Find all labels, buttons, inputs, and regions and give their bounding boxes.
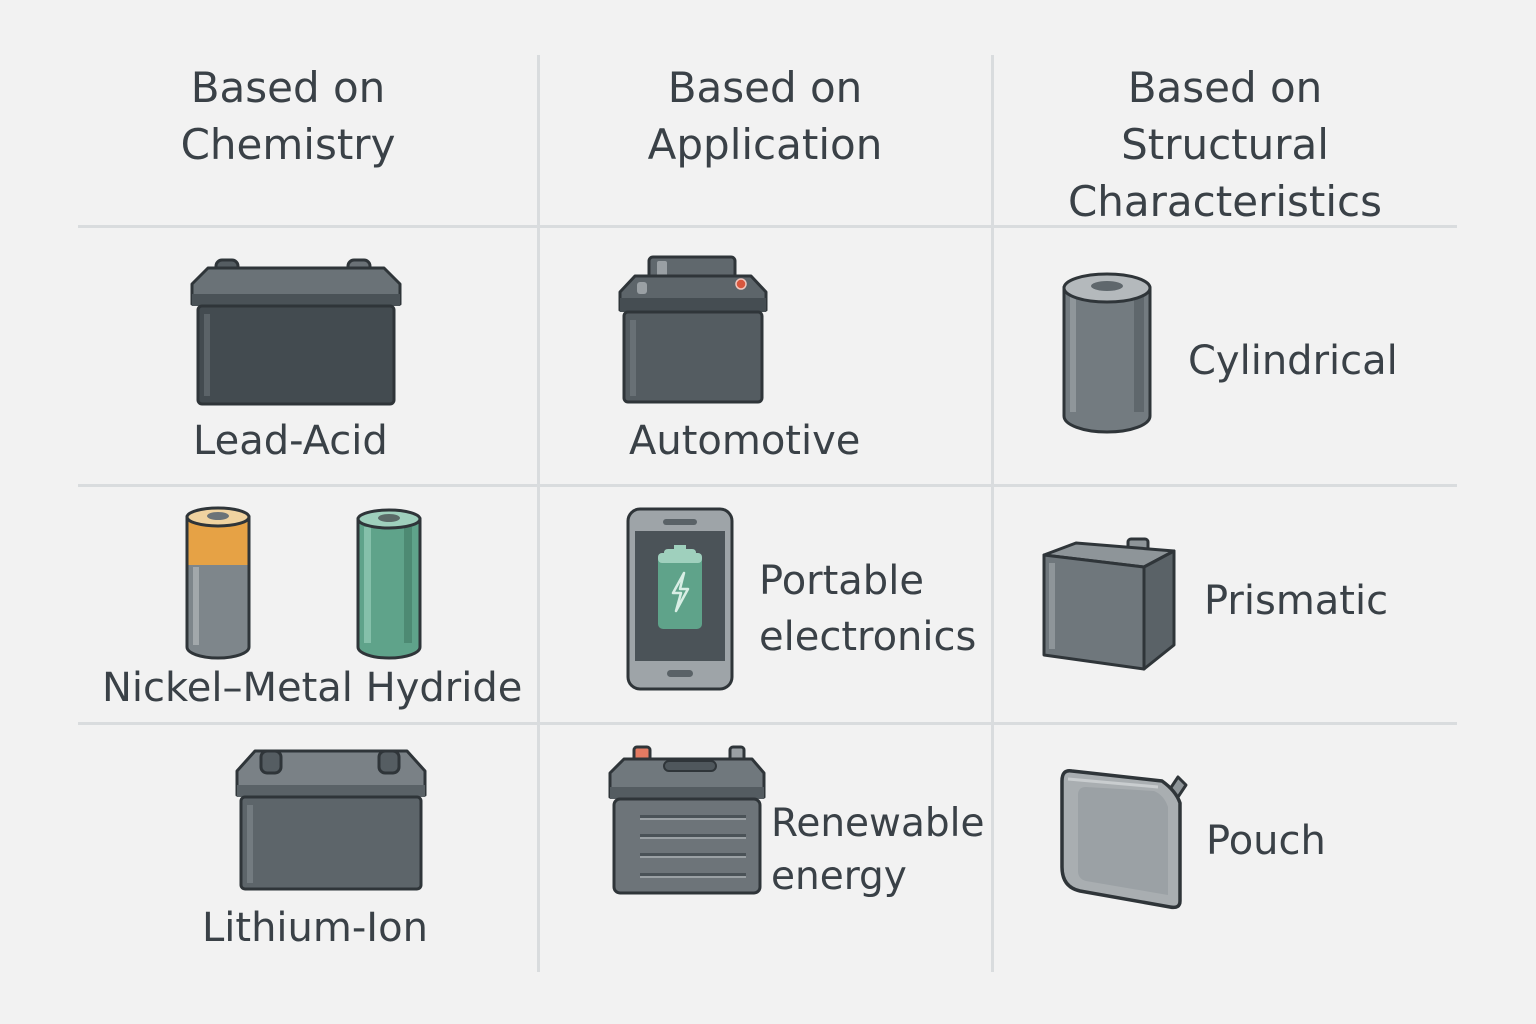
cylindrical-cell-icon <box>1060 270 1154 436</box>
row-divider-2 <box>78 722 1457 725</box>
header-chemistry-line2: Chemistry <box>180 120 396 169</box>
row-divider-1 <box>78 484 1457 487</box>
column-divider-2 <box>991 55 994 972</box>
prismatic-cell-icon <box>1040 537 1178 673</box>
header-chemistry: Based on Chemistry <box>88 59 488 173</box>
smartphone-battery-icon <box>626 507 734 691</box>
label-lead-acid: Lead-Acid <box>193 418 388 464</box>
label-automotive: Automotive <box>629 418 861 464</box>
storage-battery-icon <box>608 745 766 897</box>
label-renewable-energy: Renewable energy <box>771 797 984 903</box>
label-portable-electronics: Portable electronics <box>759 553 976 665</box>
header-application-line2: Application <box>647 120 883 169</box>
header-structural-line3: Characteristics <box>1067 177 1382 226</box>
header-application: Based on Application <box>565 59 965 173</box>
automotive-battery-icon <box>617 254 769 406</box>
pouch-cell-icon <box>1058 767 1190 913</box>
label-nickel-metal-hydride: Nickel–Metal Hydride <box>102 665 523 711</box>
label-lithium-ion: Lithium-Ion <box>202 905 428 951</box>
header-structural: Based on Structural Characteristics <box>1010 59 1440 230</box>
header-application-line1: Based on <box>667 63 863 112</box>
label-pouch: Pouch <box>1206 818 1326 864</box>
header-structural-line1: Based on <box>1127 63 1323 112</box>
column-divider-1 <box>537 55 540 972</box>
header-chemistry-line1: Based on <box>190 63 386 112</box>
car-battery-icon <box>188 256 404 408</box>
cylindrical-cells-icon <box>184 505 426 661</box>
label-portable-line1: Portable <box>759 558 924 604</box>
header-structural-line2: Structural <box>1121 120 1329 169</box>
label-renewable-line1: Renewable <box>771 801 985 846</box>
label-renewable-line2: energy <box>771 854 907 899</box>
label-prismatic: Prismatic <box>1204 578 1389 624</box>
label-cylindrical: Cylindrical <box>1188 338 1398 384</box>
row-divider-header <box>78 225 1457 228</box>
battery-block-icon <box>233 745 429 893</box>
label-portable-line2: electronics <box>759 614 977 660</box>
